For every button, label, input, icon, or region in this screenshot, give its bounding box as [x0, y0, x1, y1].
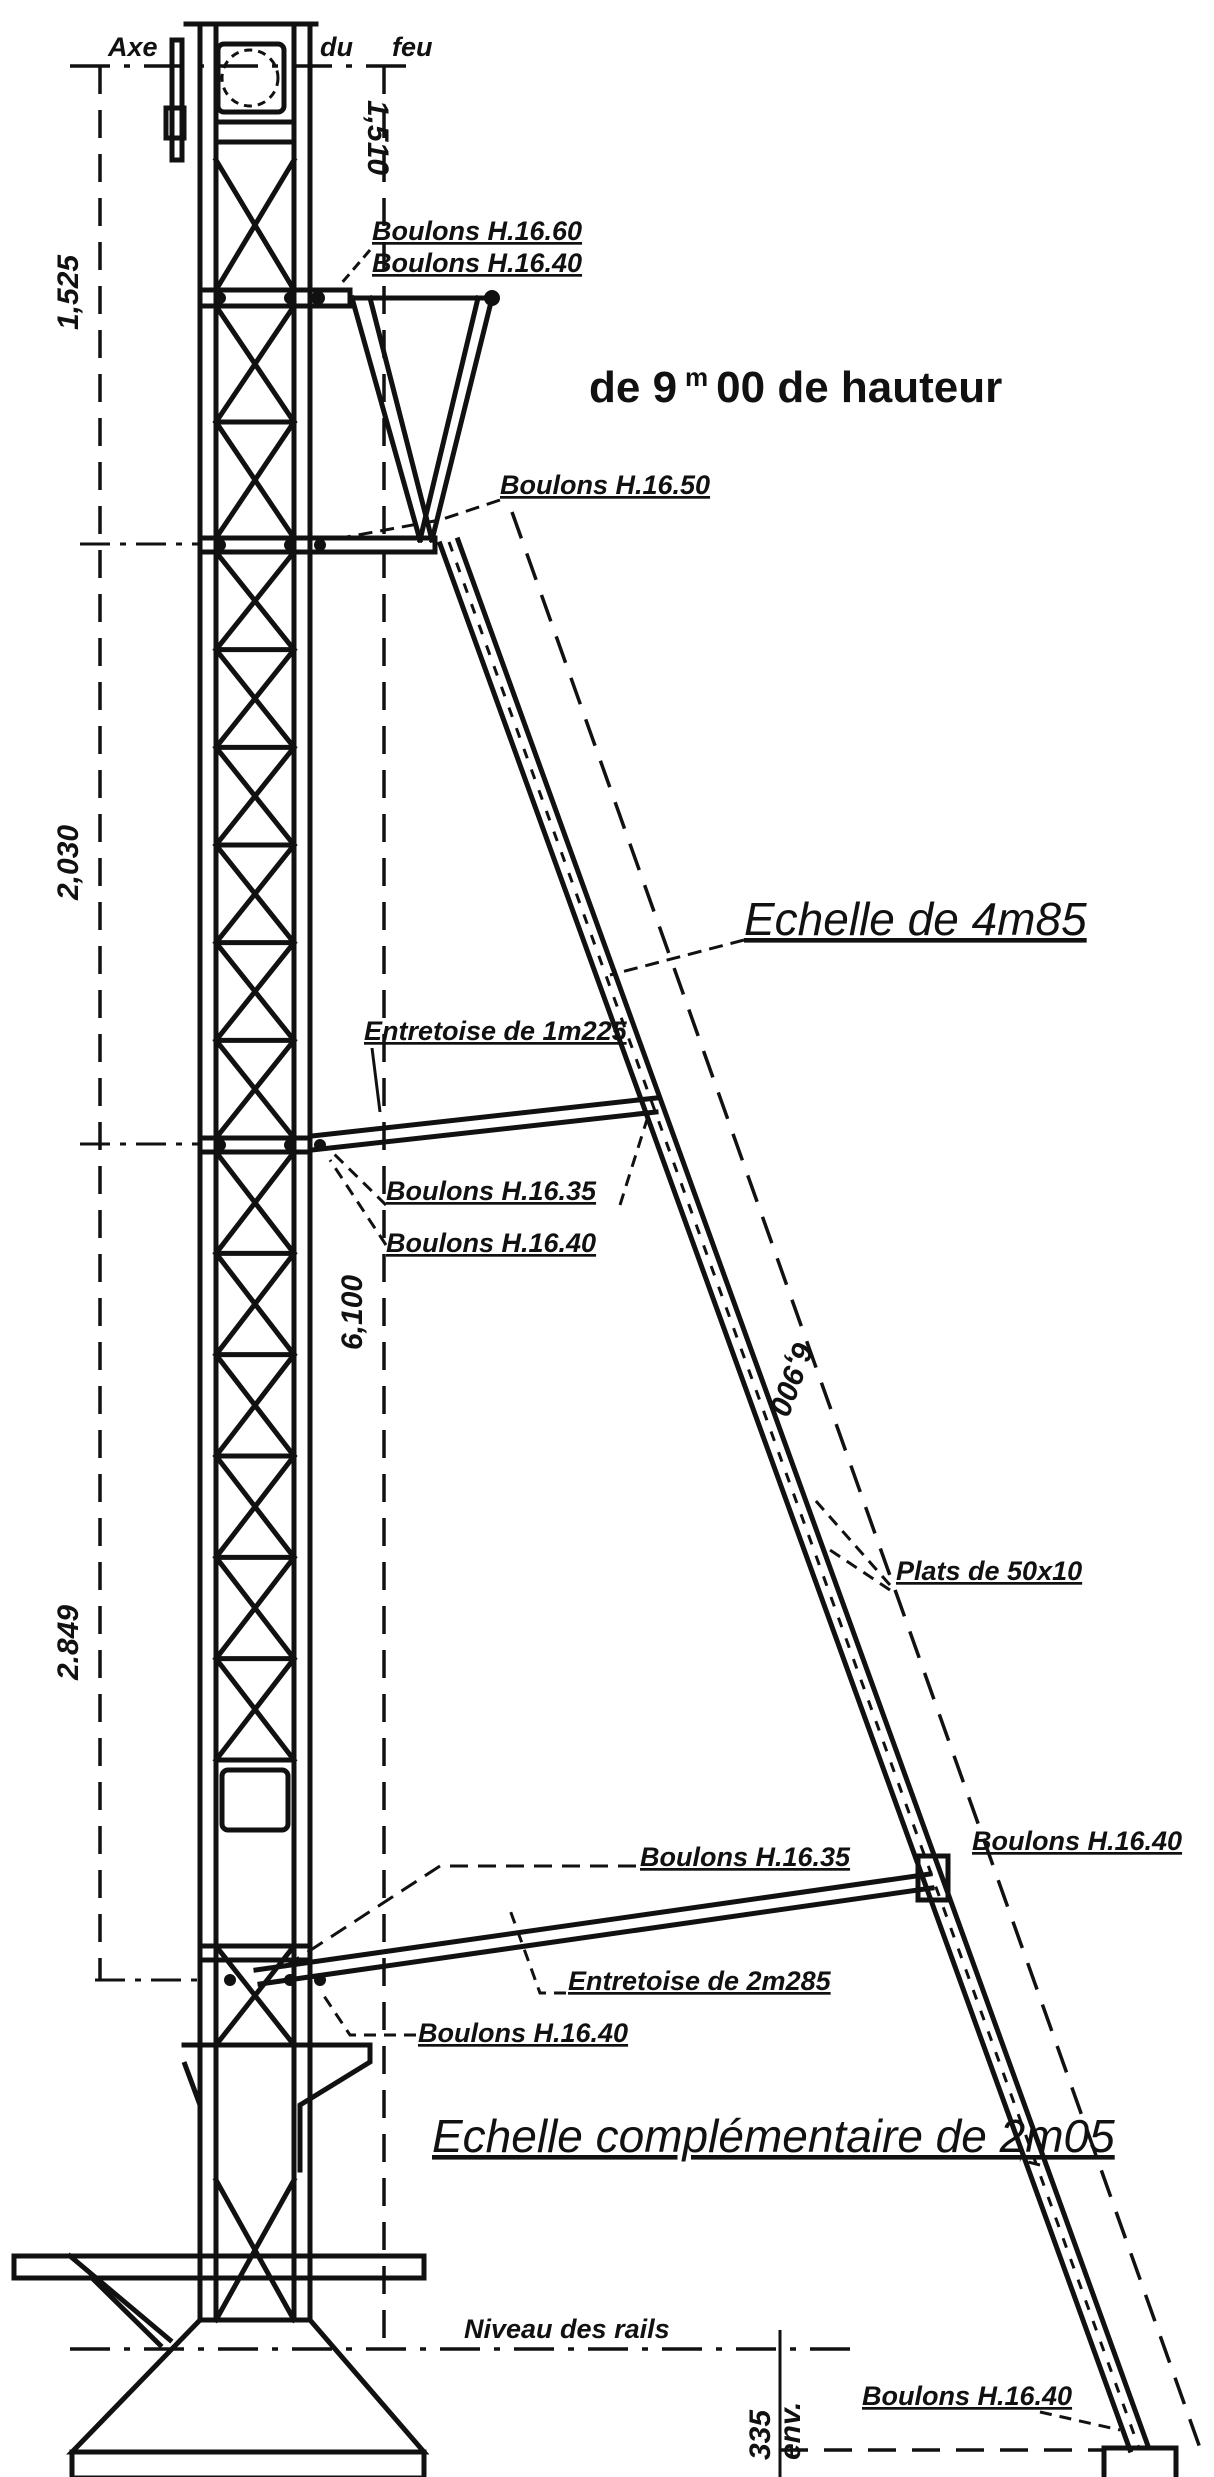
label-boulons-h16-40-low-right: Boulons H.16.40	[972, 1826, 1182, 1856]
strut-1	[309, 1095, 659, 1153]
cross-brace	[212, 1452, 298, 1561]
label-boulons-h16-40-top: Boulons H.16.40	[372, 248, 582, 278]
cross-brace	[212, 302, 298, 426]
label-boulons-h16-60: Boulons H.16.60	[372, 216, 582, 246]
du-label: du	[320, 32, 353, 62]
cross-brace	[212, 646, 298, 751]
tower-cross-bracing	[212, 156, 298, 2324]
cross-brace	[212, 1655, 298, 1764]
cross-brace	[212, 1249, 298, 1359]
feu-label: feu	[392, 32, 433, 62]
dimension-1525: 1,525	[52, 254, 85, 330]
dimension-6100: 6,100	[336, 1275, 369, 1350]
cross-brace	[212, 156, 298, 294]
label-echelle-complementaire: Echelle complémentaire de 2m05	[432, 2110, 1115, 2162]
dimension-1510: 1,510	[361, 100, 394, 175]
cross-brace	[212, 548, 298, 654]
ladder-dimension-line	[510, 511, 1202, 2449]
label-boulons-h16-35-low: Boulons H.16.35	[640, 1842, 851, 1872]
cross-brace	[212, 418, 298, 542]
left-dimension-line	[80, 66, 200, 1982]
label-boulons-h16-40-foot: Boulons H.16.40	[862, 2381, 1072, 2411]
axe-label: Axe	[107, 32, 158, 62]
dimension-6900: 6,900	[763, 1338, 820, 1420]
dimension-2030: 2,030	[52, 825, 85, 901]
tower-base	[11, 2042, 430, 2477]
cross-brace	[212, 2176, 298, 2324]
cross-brace	[212, 841, 298, 947]
label-niveau-des-rails: Niveau des rails	[464, 2314, 670, 2344]
label-entretoise-1m225: Entretoise de 1m225	[364, 1016, 628, 1046]
signal-lamp	[163, 37, 297, 163]
cross-brace	[212, 1036, 298, 1142]
label-plats-50x10: Plats de 50x10	[896, 1556, 1082, 1586]
dimension-env: env.	[774, 2402, 807, 2460]
strut-2	[253, 1853, 951, 1987]
cross-brace	[212, 939, 298, 1044]
lattice-tower	[183, 21, 319, 2323]
label-boulons-h16-50: Boulons H.16.50	[500, 470, 710, 500]
label-boulons-h16-40-low-left: Boulons H.16.40	[418, 2018, 628, 2048]
top-bracket	[348, 294, 496, 544]
label-boulons-h16-35-mid: Boulons H.16.35	[386, 1176, 597, 1206]
dimension-2849: 2.849	[52, 1605, 85, 1681]
ladder-foot-block	[1101, 2445, 1179, 2477]
tower-access-panel	[219, 1767, 291, 1833]
label-boulons-h16-40-mid: Boulons H.16.40	[386, 1228, 596, 1258]
ladder	[436, 536, 1152, 2454]
label-entretoise-2m285: Entretoise de 2m285	[568, 1966, 832, 1996]
cross-brace	[212, 1553, 298, 1663]
cross-brace	[212, 1148, 298, 1257]
cross-brace	[212, 743, 298, 849]
label-echelle-4m85: Echelle de 4m85	[744, 893, 1087, 945]
dimension-335: 335	[744, 2409, 777, 2460]
cross-brace	[212, 1351, 298, 1460]
